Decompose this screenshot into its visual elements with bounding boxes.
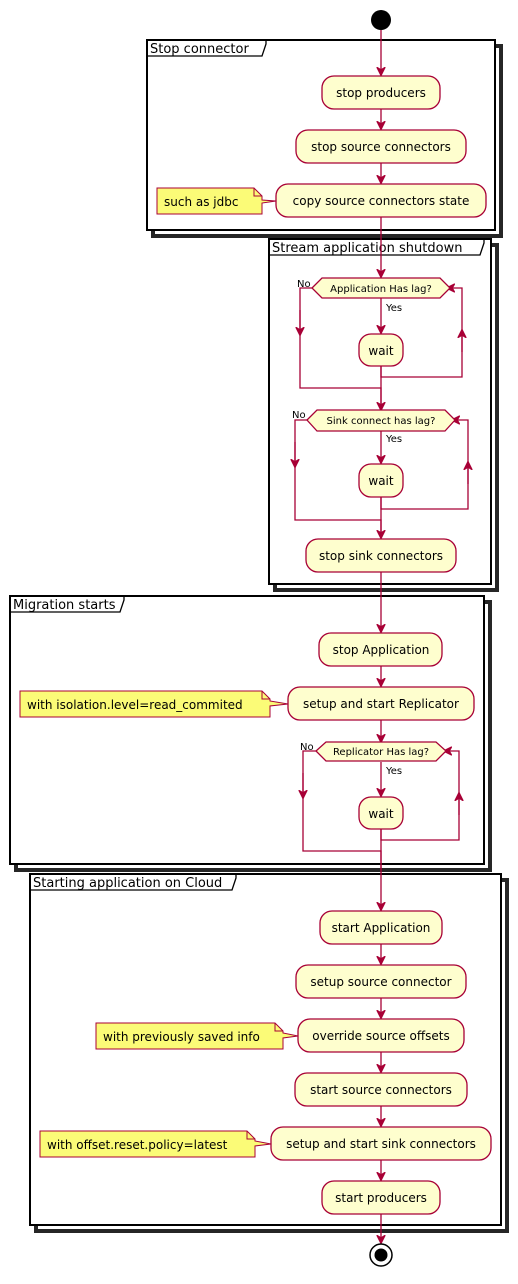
partition-title: Migration starts: [13, 598, 116, 613]
svg-text:such as jdbc: such as jdbc: [164, 195, 238, 209]
activity-copy-source-connectors-state: copy source connectors state: [275, 183, 487, 218]
activity-stop-producers: stop producers: [321, 75, 441, 110]
svg-text:copy source connectors state: copy source connectors state: [293, 194, 470, 208]
activity-start-source-connectors: start source connectors: [294, 1072, 468, 1107]
loop-application-lag: [300, 288, 462, 405]
svg-text:Sink connect has lag?: Sink connect has lag?: [327, 416, 436, 427]
activity-setup-source-connector: setup source connector: [295, 964, 467, 999]
svg-text:wait: wait: [368, 807, 394, 821]
activity-setup-start-replicator: setup and start Replicator: [287, 686, 475, 721]
svg-text:stop source connectors: stop source connectors: [311, 140, 451, 154]
partition-title: Starting application on Cloud: [33, 876, 222, 891]
note-saved-info: with previously saved info: [95, 1022, 299, 1050]
svg-text:with previously saved info: with previously saved info: [103, 1030, 260, 1044]
svg-text:start Application: start Application: [332, 921, 431, 935]
svg-text:with offset.reset.policy=lates: with offset.reset.policy=latest: [47, 1138, 228, 1152]
svg-text:stop producers: stop producers: [336, 86, 426, 100]
svg-text:setup and start Replicator: setup and start Replicator: [303, 697, 459, 711]
no-label: No: [292, 410, 306, 421]
no-label: No: [300, 742, 314, 753]
svg-text:wait: wait: [368, 344, 394, 358]
no-label: No: [297, 279, 311, 290]
svg-text:Replicator Has lag?: Replicator Has lag?: [333, 747, 429, 758]
note-isolation: with isolation.level=read_commited: [19, 690, 289, 718]
activity-start-application: start Application: [319, 910, 443, 945]
svg-text:with isolation.level=read_comm: with isolation.level=read_commited: [27, 698, 243, 712]
partition-title: Stream application shutdown: [272, 241, 462, 256]
decision-sink-connect-lag: Sink connect has lag?: [306, 409, 456, 432]
end-node: [369, 1243, 393, 1267]
svg-text:stop sink connectors: stop sink connectors: [319, 549, 443, 563]
activity-override-source-offsets: override source offsets: [297, 1018, 465, 1053]
decision-replicator-lag: Replicator Has lag?: [315, 741, 447, 762]
activity-wait: wait: [358, 333, 404, 367]
yes-label: Yes: [385, 434, 402, 445]
svg-text:setup and start sink connector: setup and start sink connectors: [286, 1137, 476, 1151]
activity-start-producers: start producers: [321, 1180, 441, 1215]
activity-stop-application: stop Application: [318, 632, 443, 667]
activity-stop-sink-connectors: stop sink connectors: [305, 538, 457, 573]
activity-setup-start-sink-connectors: setup and start sink connectors: [270, 1126, 492, 1161]
note-offset-reset: with offset.reset.policy=latest: [39, 1130, 272, 1158]
svg-text:wait: wait: [368, 474, 394, 488]
partition-title: Stop connector: [150, 42, 249, 57]
svg-text:setup source connector: setup source connector: [310, 975, 451, 989]
activity-wait: wait: [358, 463, 404, 498]
svg-text:stop Application: stop Application: [333, 643, 430, 657]
svg-text:override source offsets: override source offsets: [312, 1029, 450, 1043]
decision-application-lag: Application Has lag?: [311, 277, 451, 299]
svg-text:start producers: start producers: [335, 1191, 427, 1205]
loop-replicator-lag: [303, 751, 459, 870]
yes-label: Yes: [385, 303, 402, 314]
note-jdbc: such as jdbc: [156, 187, 277, 215]
activity-wait: wait: [358, 796, 404, 830]
activity-stop-source-connectors: stop source connectors: [295, 129, 467, 164]
yes-label: Yes: [385, 766, 402, 777]
start-node: [371, 10, 391, 30]
loop-sink-lag: [295, 420, 468, 533]
svg-text:Application Has lag?: Application Has lag?: [330, 284, 432, 295]
svg-text:start source connectors: start source connectors: [310, 1083, 452, 1097]
